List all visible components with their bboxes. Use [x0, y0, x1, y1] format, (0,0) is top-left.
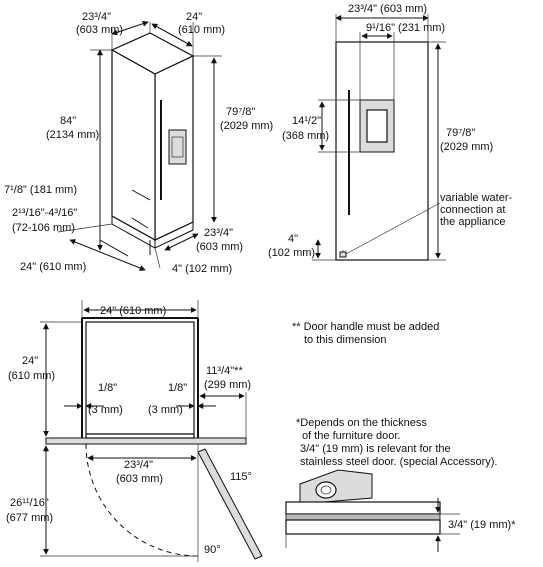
plan-door-front: [45, 437, 247, 445]
iso-top-right-width: 24": [186, 11, 202, 23]
iso-foot-range: 2¹³/16"-4³/16": [12, 207, 77, 219]
front-dispenser-height: 14¹/2": [292, 115, 321, 127]
plan-width: 24" (610 mm): [100, 305, 166, 317]
handle-note-line2: to this dimension: [304, 334, 387, 346]
plan-angle-open: 115°: [230, 471, 252, 483]
front-dispenser-offset: 9¹/16" (231 mm): [366, 22, 445, 34]
plan-handle-mm: (299 mm): [204, 379, 251, 391]
iso-depth: 23³/4": [204, 227, 233, 239]
hinge-detail: [285, 469, 460, 552]
thickness-dimension: 3/4" (19 mm)*: [448, 519, 516, 531]
iso-plinth: 7¹/8" (181 mm): [4, 184, 77, 196]
front-height: 79⁷/8": [446, 127, 475, 139]
water-note-line1: variable water-: [440, 192, 512, 204]
front-view: 23³/4" (603 mm) 9¹/16" (231 mm) 14¹/2" (…: [268, 3, 512, 261]
front-width: 23³/4" (603 mm): [348, 3, 427, 15]
plan-gap-right: 1/8": [168, 382, 187, 394]
iso-dispenser: [168, 129, 187, 165]
iso-top-left-width-mm: (603 mm): [76, 24, 123, 36]
plan-door-width-mm: (603 mm): [116, 473, 163, 485]
plan-depth-mm: (610 mm): [8, 370, 55, 382]
iso-height-body-mm: (2029 mm): [220, 120, 273, 132]
iso-height-body: 79⁷/8": [226, 106, 255, 118]
front-height-mm: (2029 mm): [440, 141, 493, 153]
notes-detail: ** Door handle must be added to this dim…: [285, 321, 516, 552]
iso-side-face: [111, 48, 156, 242]
water-note-line2: connection at: [440, 204, 505, 216]
front-water-height-mm: (102 mm): [268, 247, 315, 259]
iso-depth-mm: (603 mm): [196, 241, 243, 253]
plan-swing-mm: (677 mm): [6, 512, 53, 524]
thickness-note-line1: *Depends on the thickness: [296, 417, 427, 429]
plan-swing: 26¹¹/16": [10, 497, 49, 509]
plan-depth: 24": [22, 355, 38, 367]
iso-top-left-width: 23³/4": [82, 11, 111, 23]
front-dispenser-height-mm: (368 mm): [282, 130, 329, 142]
thickness-note-line3: 3/4" (19 mm) is relevant for the: [300, 443, 451, 455]
plan-gap-left: 1/8": [98, 382, 117, 394]
plan-open-door: [197, 448, 263, 560]
iso-height-total-mm: (2134 mm): [46, 129, 99, 141]
handle-note-line1: ** Door handle must be added: [292, 321, 439, 333]
isometric-view: 23³/4" (603 mm) 24" (610 mm) 84" (2134 m…: [4, 11, 273, 275]
iso-foot-height: 4" (102 mm): [172, 263, 232, 275]
iso-top-right-width-mm: (610 mm): [178, 24, 225, 36]
iso-height-total: 84": [60, 115, 76, 127]
plan-handle: 11³/4"**: [206, 365, 243, 377]
water-note-line3: the appliance: [440, 216, 505, 228]
thickness-note-line2: of the furniture door.: [302, 430, 400, 442]
thickness-note-line4: stainless steel door. (special Accessory…: [300, 456, 497, 468]
front-water-height: 4": [288, 233, 298, 245]
plan-gap-right-mm: (3 mm): [148, 404, 183, 416]
plan-door-width: 23³/4": [124, 459, 153, 471]
plan-gap-left-mm: (3 mm): [88, 404, 123, 416]
plan-angle-90: 90°: [204, 544, 221, 556]
iso-foot-range-mm: (72-106 mm): [12, 222, 75, 234]
plan-view: 24" (610 mm) 24" (610 mm) 1/8" (3 mm) 1/…: [6, 300, 263, 562]
front-dispenser: [359, 99, 395, 153]
plan-appliance: [85, 321, 195, 435]
iso-bottom-width: 24" (610 mm): [20, 261, 86, 273]
